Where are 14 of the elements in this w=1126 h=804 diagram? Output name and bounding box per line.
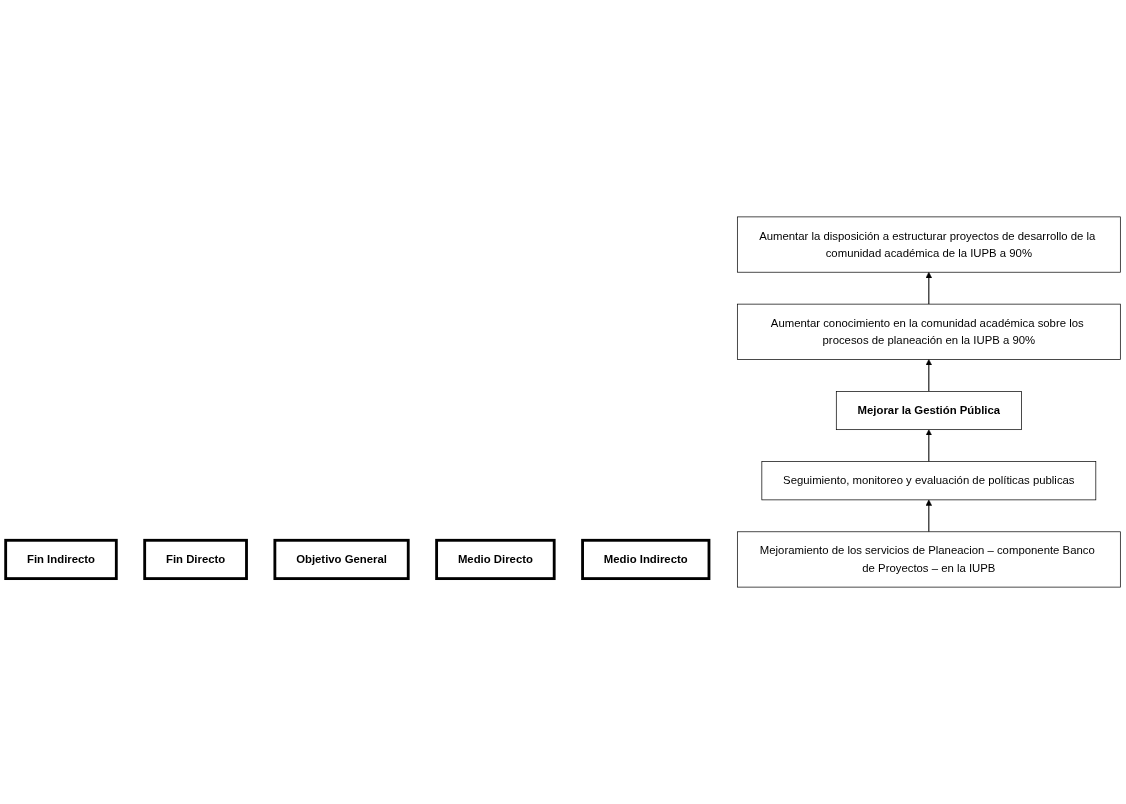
node-box: Fin Indirecto — [4, 538, 118, 580]
arrow — [925, 359, 932, 392]
node-box: Mejoramiento de los servicios de Planeacion – componente Banco de Proyectos – en la IUPB — [737, 531, 1121, 588]
arrow — [925, 429, 932, 463]
node-box: Mejorar la Gestión Pública — [835, 391, 1022, 430]
node-box: Aumentar conocimiento en la comunidad académica sobre los procesos de planeación en la IUPB a 90% — [737, 303, 1121, 360]
node-box: Seguimiento, monitoreo y evaluación de políticas publicas — [761, 461, 1097, 501]
node-box: Objetivo General — [273, 538, 410, 580]
node-box: Aumentar la disposición a estructurar proyectos de desarrollo de la comunidad académica de la IUPB a 90% — [737, 216, 1121, 273]
arrow — [925, 499, 932, 533]
node-box: Fin Directo — [143, 538, 248, 580]
arrow — [925, 271, 932, 305]
node-box: Medio Indirecto — [581, 538, 711, 580]
node-box: Medio Directo — [435, 538, 556, 580]
